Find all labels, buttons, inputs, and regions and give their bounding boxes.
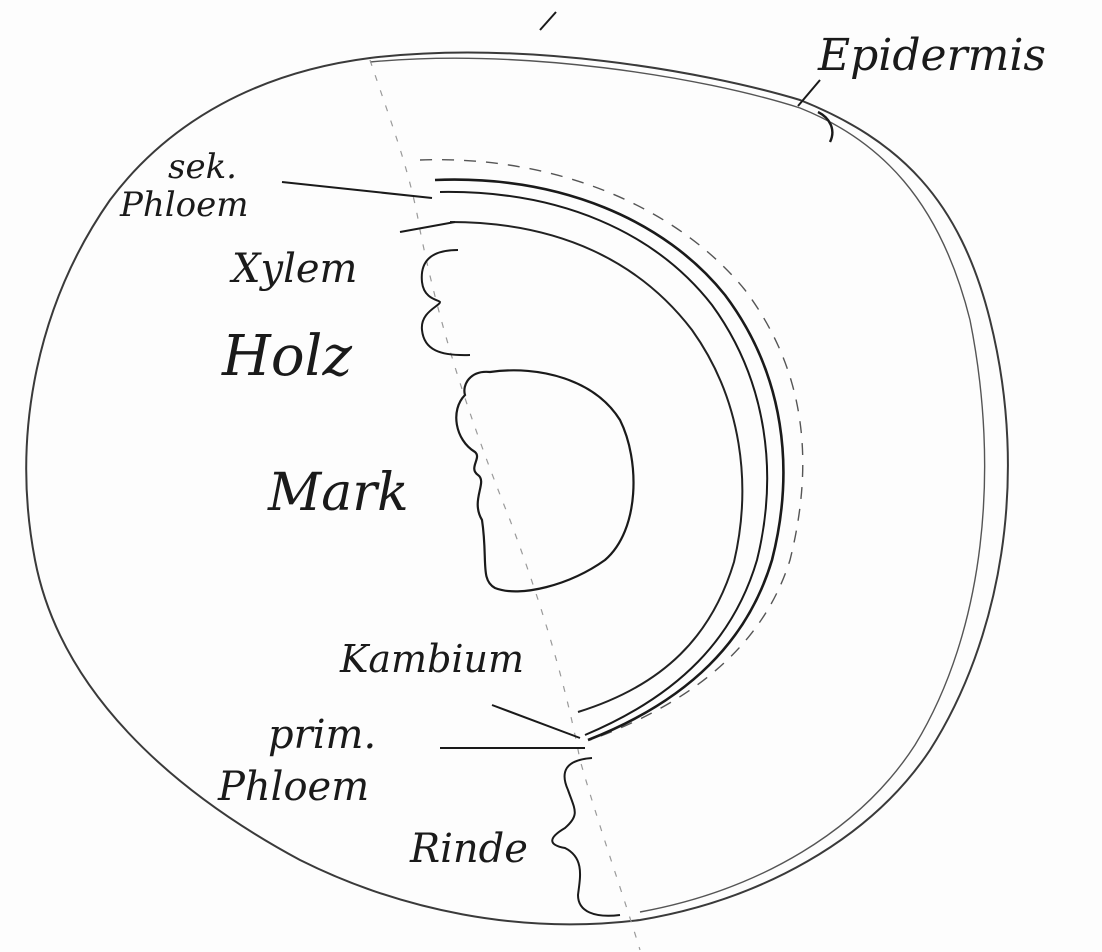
epidermis-inner-line [370,58,985,912]
pith-outline [456,370,633,591]
label-sek: sek. [168,147,237,187]
label-epidermis: Epidermis [817,30,1046,81]
label-prim-phloem: Phloem [217,764,369,810]
label-mark: Mark [267,463,409,523]
xylem-leader [400,222,455,232]
epidermis-leader [798,80,820,106]
label-xylem: Xylem [229,246,357,292]
label-rinde: Rinde [409,826,528,872]
holz-brace [422,250,470,355]
label-holz: Holz [221,324,352,389]
top-tick-mark [540,12,556,30]
label-prim: prim. [268,712,376,758]
label-sek-phloem: Phloem [119,185,248,225]
label-kambium: Kambium [339,637,524,681]
radius-guide-line [370,60,640,950]
sek-phloem-leader [282,182,432,198]
kambium-leader [492,705,580,738]
